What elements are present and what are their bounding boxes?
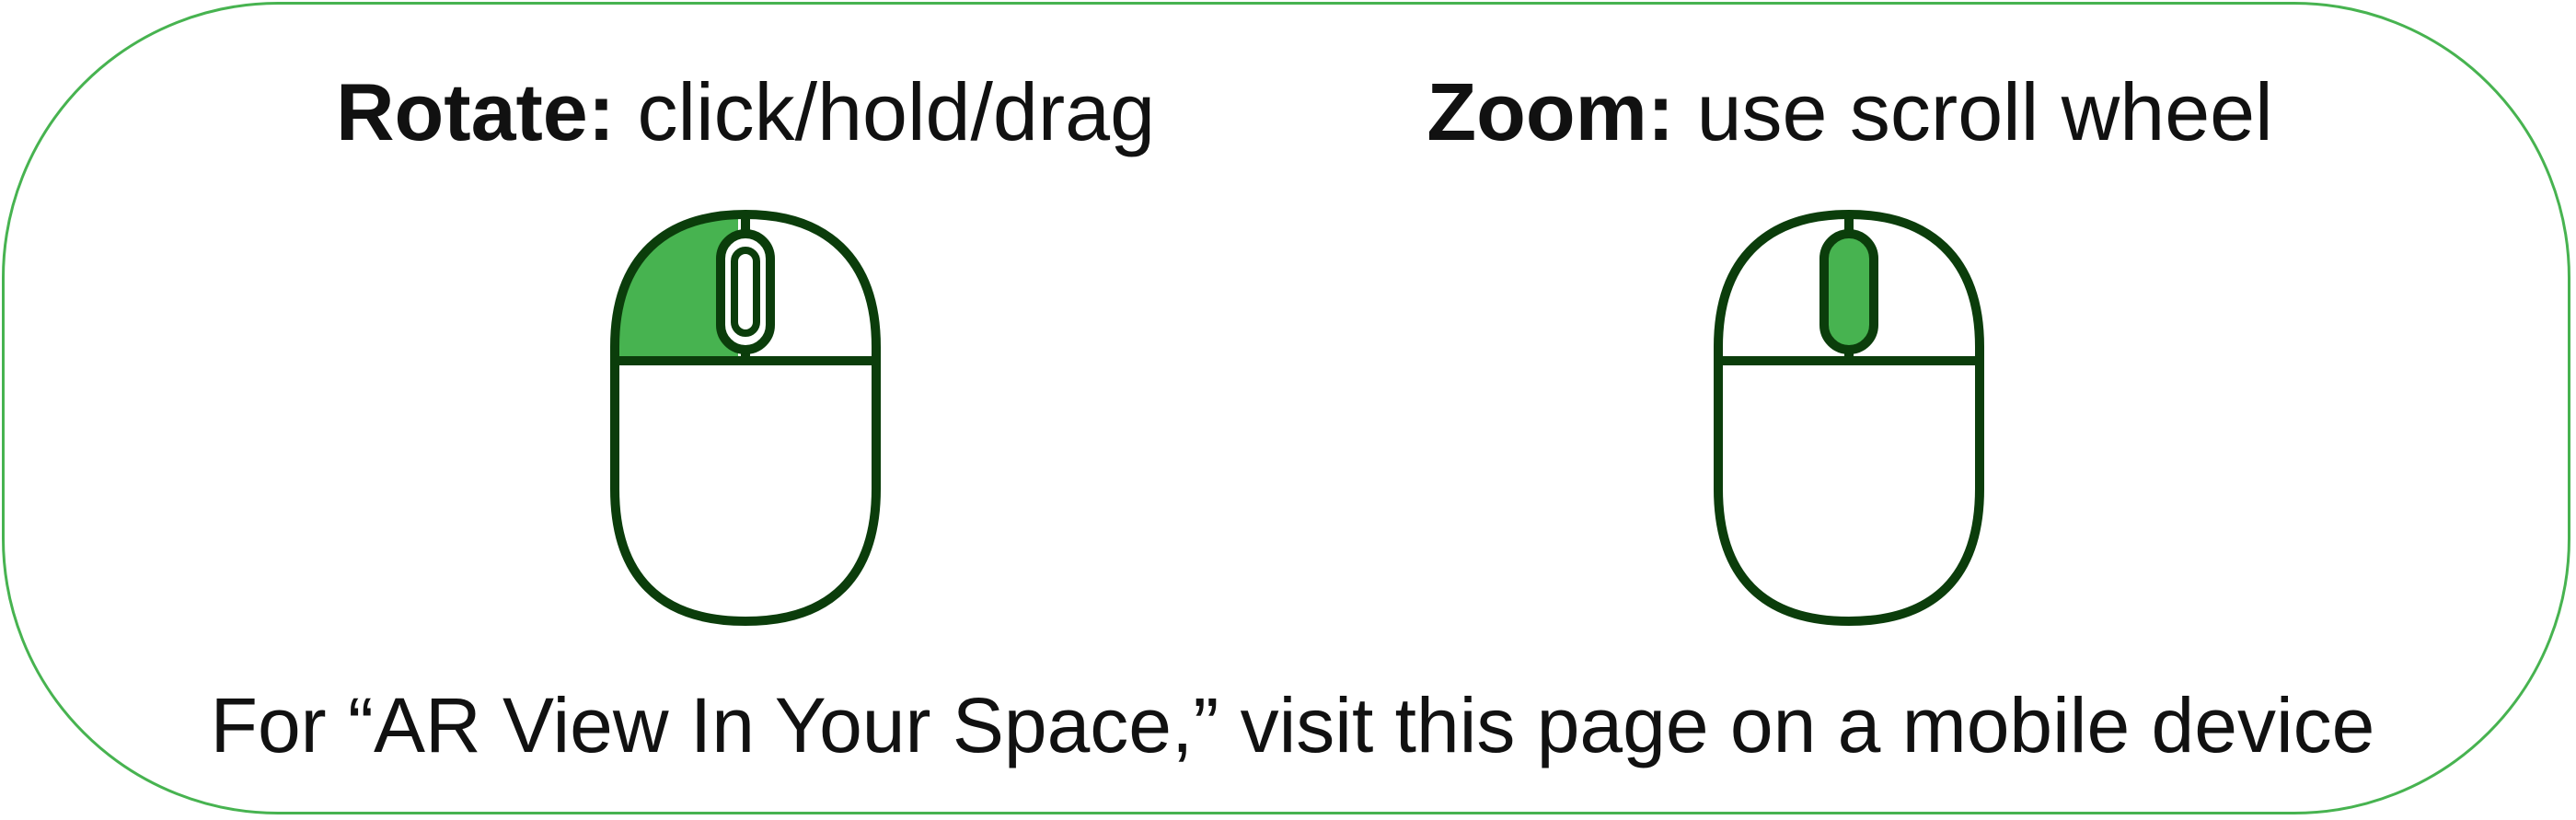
mouse-scroll-wheel-icon xyxy=(1713,209,1985,627)
mouse-left-click-icon xyxy=(609,209,882,627)
zoom-label: Zoom: xyxy=(1427,66,1675,157)
zoom-text: use scroll wheel xyxy=(1696,66,2273,157)
rotate-label: Rotate: xyxy=(335,66,616,157)
ar-view-note: For “AR View In Your Space,” visit this … xyxy=(210,682,2375,768)
rotate-text: click/hold/drag xyxy=(637,66,1156,157)
zoom-instruction: Zoom: use scroll wheel xyxy=(1385,62,2315,163)
rotate-instruction: Rotate: click/hold/drag xyxy=(281,62,1210,163)
